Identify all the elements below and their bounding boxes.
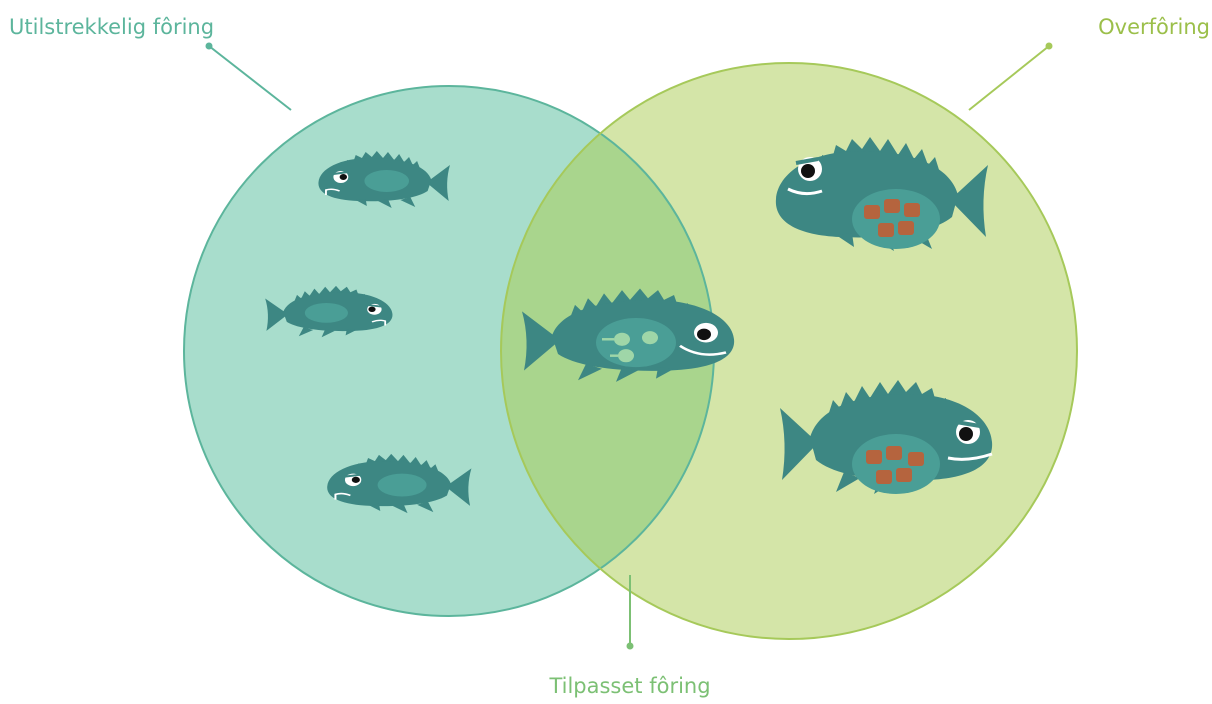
label-underfeeding: Utilstrekkelig fôring	[9, 17, 214, 38]
leader-right	[969, 43, 1053, 111]
leader-left	[206, 43, 292, 111]
label-adapted-feeding: Tilpasset fôring	[549, 676, 710, 697]
label-overfeeding: Overfôring	[1098, 17, 1210, 38]
